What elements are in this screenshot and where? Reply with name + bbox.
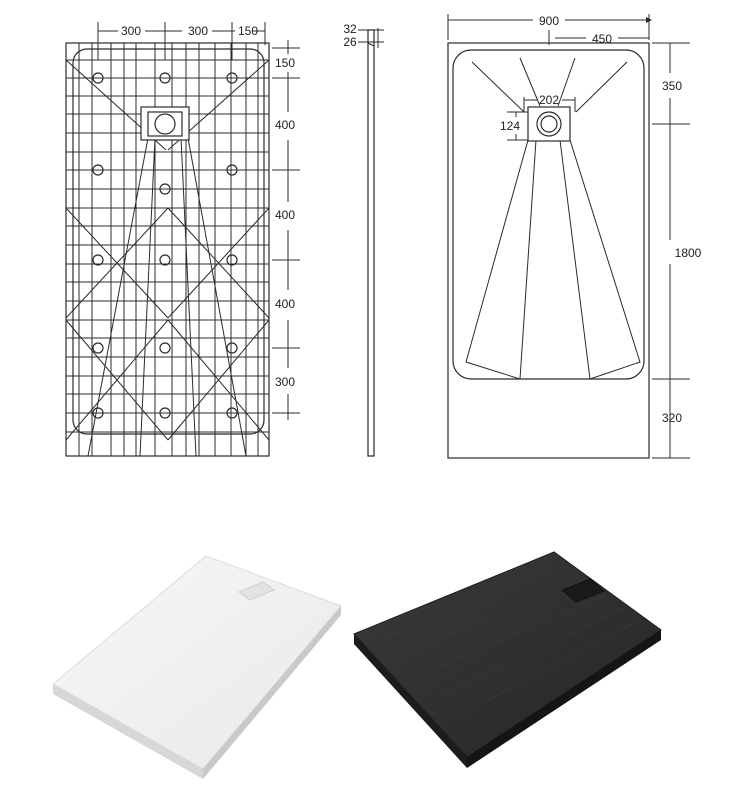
- dim-right-2: 400: [275, 118, 295, 132]
- side-view-labels: 32 26: [343, 22, 357, 49]
- top-view-labels: 900 450 202 124 350 1800 320: [500, 14, 702, 425]
- dim-drain-height: 124: [500, 119, 520, 133]
- foot-icon: [226, 254, 238, 266]
- foot-icon: [159, 254, 171, 266]
- black-tray-side-edge: [467, 630, 661, 768]
- top-view-basin: [452, 49, 645, 380]
- foot-icon: [92, 164, 104, 176]
- slate-texture: [379, 567, 641, 716]
- white-tray-drain-cover: [237, 581, 276, 601]
- top-view: [447, 14, 690, 459]
- bottom-drain-circle: [154, 113, 176, 135]
- black-tray-drain-cover: [561, 578, 605, 603]
- dim-half-width: 450: [592, 32, 612, 46]
- dim-length: 1800: [675, 246, 702, 260]
- bottom-view-labels: 300 300 150 150 400 400 400 300: [121, 24, 295, 389]
- foot-icon: [159, 183, 171, 195]
- side-view: [358, 28, 384, 457]
- dim-top-1: 300: [121, 24, 141, 38]
- top-view-dimension-lines: [447, 14, 690, 459]
- dim-top-2: 300: [188, 24, 208, 38]
- dim-drain-offset: 350: [662, 79, 682, 93]
- drain-housing: [527, 106, 571, 142]
- dim-right-5: 300: [275, 375, 295, 389]
- dim-bottom-margin: 320: [662, 411, 682, 425]
- foot-icon: [159, 407, 171, 419]
- foot-icon: [92, 72, 104, 84]
- foot-icon: [226, 164, 238, 176]
- white-tray-side-edge: [203, 606, 341, 779]
- bottom-view-outline: [65, 42, 270, 457]
- dim-thickness-base: 26: [343, 35, 357, 49]
- foot-icon: [159, 72, 171, 84]
- white-tray-render: [52, 555, 342, 779]
- dim-right-3: 400: [275, 208, 295, 222]
- drain-icon: [536, 111, 562, 137]
- support-feet: [92, 72, 238, 419]
- foot-icon: [159, 342, 171, 354]
- black-tray-front-edge: [354, 634, 467, 768]
- dim-right-4: 400: [275, 297, 295, 311]
- bottom-view: [65, 22, 300, 457]
- foot-icon: [226, 342, 238, 354]
- foot-icon: [226, 407, 238, 419]
- foot-icon: [92, 407, 104, 419]
- black-tray-render: [353, 551, 662, 768]
- drain-inner-icon: [540, 115, 558, 133]
- dim-right-1: 150: [275, 56, 295, 70]
- bottom-view-inner-recess: [72, 48, 265, 435]
- dim-thickness-edge: 32: [343, 22, 357, 36]
- support-grid: [65, 43, 270, 457]
- bottom-top-dimension-lines: [97, 22, 266, 60]
- dim-width: 900: [539, 14, 559, 28]
- dim-top-3: 150: [238, 24, 258, 38]
- black-tray-top: [353, 551, 662, 758]
- side-profile: [367, 29, 375, 457]
- foot-icon: [92, 342, 104, 354]
- foot-icon: [92, 254, 104, 266]
- foot-icon: [226, 72, 238, 84]
- dim-drain-width: 202: [539, 93, 559, 107]
- bottom-right-dimension-lines: [272, 40, 300, 420]
- bottom-drain-inner: [147, 111, 183, 137]
- white-tray-front-edge: [53, 684, 203, 779]
